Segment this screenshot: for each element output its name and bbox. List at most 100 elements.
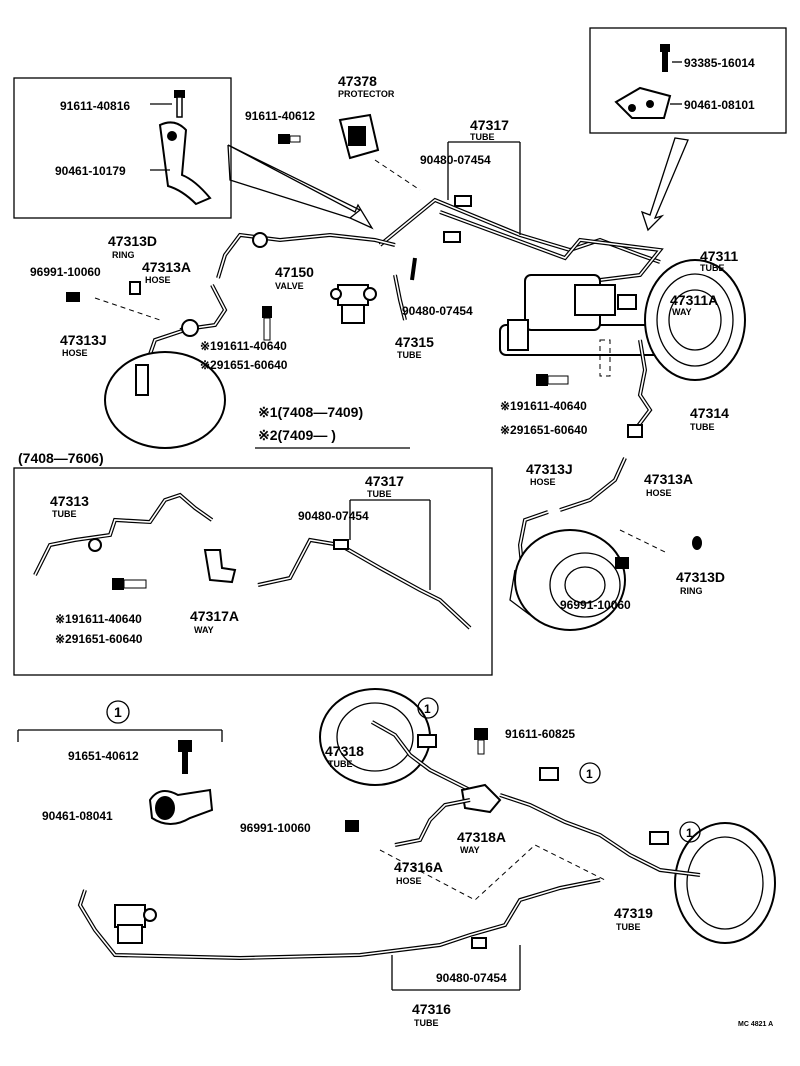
label-90480-07454-bottom: 90480-07454	[436, 971, 507, 985]
label-47313J-right-sub: HOSE	[530, 477, 556, 487]
clamp-90461-08041[interactable]	[148, 788, 214, 825]
clip-96991-10060-top[interactable]	[66, 292, 80, 302]
label-47311: 47311	[700, 248, 738, 264]
way-47317A[interactable]	[203, 549, 237, 584]
bolt-191611-40640-inset[interactable]	[112, 578, 147, 590]
label-47316-sub: TUBE	[414, 1018, 439, 1028]
arrow-to-clamp-right	[640, 137, 689, 232]
protector-47378[interactable]	[338, 113, 380, 160]
clip-90480-07454-mid[interactable]	[443, 231, 461, 243]
label-47316: 47316	[412, 1001, 451, 1017]
label-47313D-top: 47313D	[108, 233, 157, 249]
clip-96991-10060-bottom[interactable]	[345, 820, 359, 832]
label-191611-40640-a: ※191611-40640	[200, 339, 287, 353]
inset-range-label: (7408—7606)	[18, 450, 104, 466]
label-47313J-top-sub: HOSE	[62, 348, 88, 358]
clip-90480-07454-inset[interactable]	[333, 539, 349, 550]
arrow-to-clamp-left	[227, 144, 374, 230]
label-90480-07454-a: 90480-07454	[420, 153, 491, 167]
inset-bracket-top-left	[13, 77, 232, 219]
bolt-91611-40816[interactable]	[174, 90, 185, 118]
booster-bottom-left	[319, 688, 431, 786]
label-91651-40612: 91651-40612	[68, 749, 139, 763]
label-47313J-top: 47313J	[60, 332, 107, 348]
label-47316A: 47316A	[394, 859, 443, 875]
label-47319: 47319	[614, 905, 653, 921]
clamp-circle1-c[interactable]	[649, 831, 669, 845]
drum-bottom-right	[674, 822, 776, 944]
label-191611-40640-inset: ※191611-40640	[55, 612, 142, 626]
label-291651-60640-inset: ※291651-60640	[55, 632, 143, 646]
circle-marker-detail: 1	[106, 700, 130, 724]
svg-text:1: 1	[586, 767, 593, 781]
label-47318-sub: TUBE	[328, 759, 353, 769]
label-90480-07454-b: 90480-07454	[402, 304, 473, 318]
clamp-circle1-a[interactable]	[417, 734, 437, 748]
label-90461-10179: 90461-10179	[55, 164, 126, 178]
valve-bottom-left	[114, 904, 157, 944]
label-47315-sub: TUBE	[397, 350, 422, 360]
bolt-91651-40612[interactable]	[178, 740, 192, 774]
label-90461-08101: 90461-08101	[684, 98, 755, 112]
clip-90480-07454-bottom[interactable]	[471, 937, 487, 949]
circle-marker-a: 1	[417, 697, 439, 719]
label-47313J-right: 47313J	[526, 461, 573, 477]
label-96991-10060-top: 96991-10060	[30, 265, 101, 279]
label-93385-16014: 93385-16014	[684, 56, 755, 70]
circle-marker-c: 1	[679, 821, 701, 843]
clamp-circle1-b[interactable]	[539, 767, 559, 781]
variant-legend-2: ※2(7409— )	[258, 427, 336, 443]
label-47319-sub: TUBE	[616, 922, 641, 932]
label-291651-60640-a: ※291651-60640	[200, 358, 288, 372]
label-47311A-sub: WAY	[672, 307, 692, 317]
clip-90480-07454-top[interactable]	[454, 195, 472, 207]
label-96991-10060-right: 96991-10060	[560, 598, 631, 612]
label-47150: 47150	[275, 264, 314, 280]
label-47314: 47314	[690, 405, 729, 421]
label-47313A-top-sub: HOSE	[145, 275, 171, 285]
label-47318A-sub: WAY	[460, 845, 480, 855]
label-91611-40816: 91611-40816	[60, 99, 130, 113]
label-47313D-top-sub: RING	[112, 250, 135, 260]
brake-drum-right	[509, 529, 626, 631]
way-47311A[interactable]	[617, 294, 637, 310]
ring-47313D-right[interactable]	[692, 536, 702, 550]
valve-47150[interactable]	[330, 284, 377, 324]
label-47317-inset-sub: TUBE	[367, 489, 392, 499]
label-47315: 47315	[395, 334, 434, 350]
label-91611-60825: 91611-60825	[505, 727, 575, 741]
svg-text:1: 1	[114, 704, 122, 720]
label-47313D-right-sub: RING	[680, 586, 703, 596]
label-47316A-sub: HOSE	[396, 876, 422, 886]
bolt-91611-40612-top[interactable]	[278, 134, 301, 144]
clamp-90461-08101[interactable]	[614, 86, 672, 119]
bolt-93385-16014[interactable]	[660, 44, 670, 72]
label-47317-inset: 47317	[365, 473, 404, 489]
label-191611-40640-b: ※191611-40640	[500, 399, 587, 413]
label-291651-60640-b: ※291651-60640	[500, 423, 588, 437]
label-47313-inset-sub: TUBE	[52, 509, 77, 519]
label-90480-07454-inset: 90480-07454	[298, 509, 369, 523]
label-47313D-right: 47313D	[676, 569, 725, 585]
clamp-90461-10179[interactable]	[158, 121, 212, 206]
label-47318A: 47318A	[457, 829, 506, 845]
tube-47316[interactable]	[77, 878, 601, 961]
label-90461-08041: 90461-08041	[42, 809, 113, 823]
label-47150-sub: VALVE	[275, 281, 304, 291]
way-47318A[interactable]	[460, 783, 502, 814]
label-47311A: 47311A	[670, 292, 718, 308]
bolt-191611-40640-right[interactable]	[536, 374, 569, 386]
label-47313A-right-sub: HOSE	[646, 488, 672, 498]
clip-96991-10060-right[interactable]	[615, 557, 629, 569]
bolt-91611-60825[interactable]	[474, 728, 488, 755]
label-47317-top-sub: TUBE	[470, 132, 495, 142]
label-47378: 47378	[338, 73, 377, 89]
tube-47317-inset[interactable]	[257, 537, 472, 630]
ring-47313D-top[interactable]	[129, 281, 141, 295]
footer-code: MC 4821 A	[738, 1021, 773, 1028]
master-cylinder	[499, 274, 661, 356]
svg-text:1: 1	[686, 826, 693, 840]
label-47378-sub: PROTECTOR	[338, 89, 395, 99]
bolt-191611-40640-left[interactable]	[262, 306, 272, 341]
